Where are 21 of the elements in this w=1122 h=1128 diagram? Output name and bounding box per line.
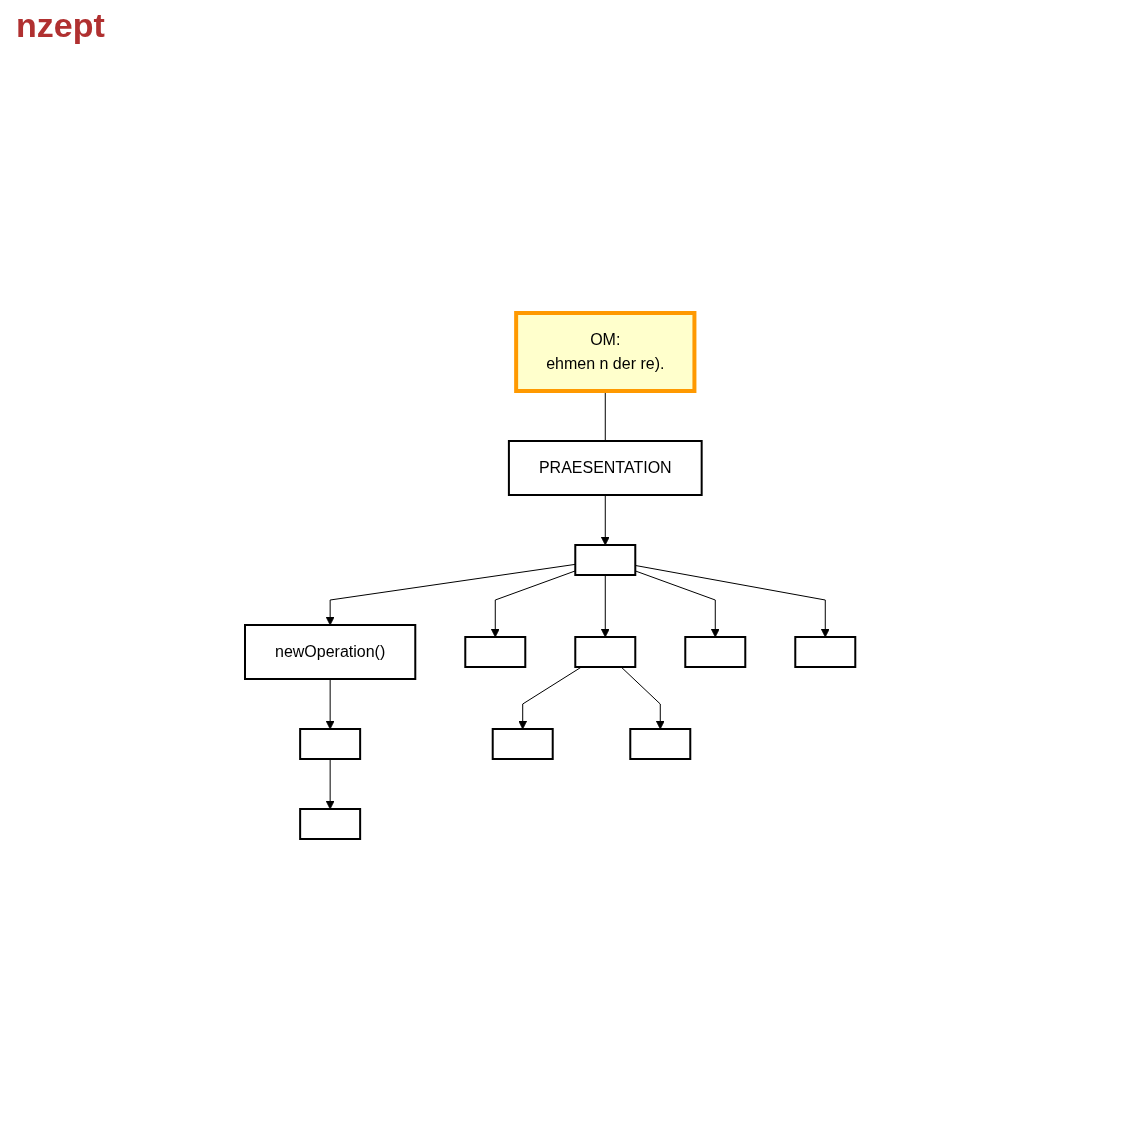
node-box	[629, 728, 692, 760]
node-box	[491, 728, 554, 760]
node-box	[464, 636, 527, 668]
title: nzept	[16, 6, 106, 45]
arrow	[325, 678, 335, 730]
arrow	[325, 563, 576, 626]
arrow	[490, 570, 576, 638]
arrow	[620, 666, 665, 730]
node-box: PRAESENTATION	[507, 440, 703, 496]
node-box	[794, 636, 857, 668]
arrow	[600, 574, 610, 638]
node-box	[684, 636, 747, 668]
arrow	[518, 666, 582, 730]
node-box: newOperation()	[243, 624, 417, 680]
node-box: OM: ehmen n der re).	[514, 311, 697, 393]
node-box	[299, 728, 361, 760]
node-box	[299, 808, 361, 840]
node-box	[574, 636, 637, 668]
arrow	[325, 758, 335, 810]
node-box	[574, 544, 637, 576]
arrow	[600, 494, 610, 546]
